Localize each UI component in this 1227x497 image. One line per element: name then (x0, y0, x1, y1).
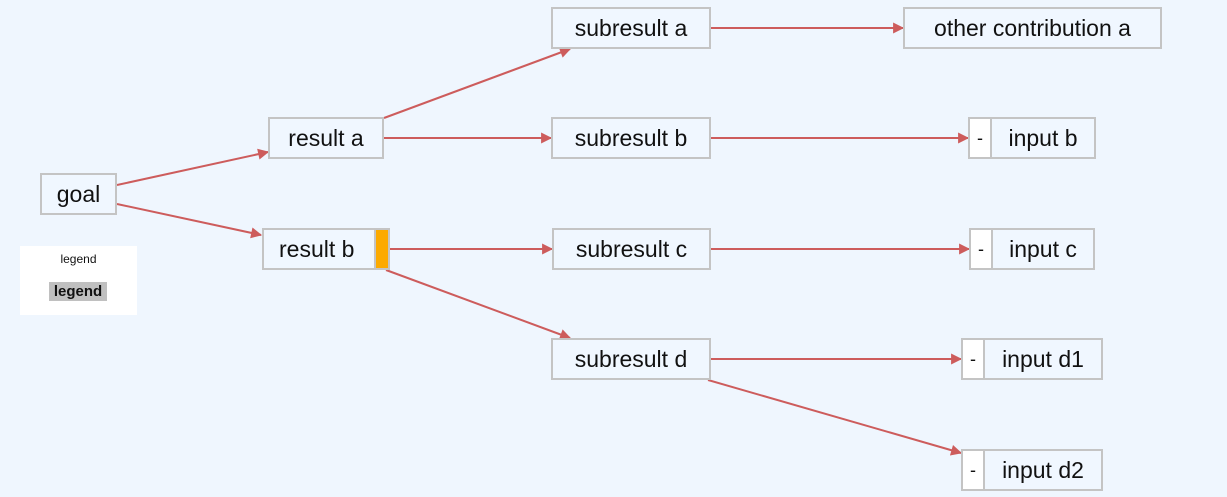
node-input-b-label: input b (1008, 124, 1078, 151)
edge-goal-result-b (116, 203, 263, 239)
result-b-status-marker (374, 230, 388, 268)
node-subresult-d[interactable]: subresult d (551, 338, 711, 380)
node-goal[interactable]: goal (40, 173, 117, 215)
node-other-contribution-a-label: other contribution a (934, 14, 1131, 41)
node-input-c[interactable]: - input c (969, 228, 1095, 270)
node-result-a[interactable]: result a (268, 117, 384, 159)
node-input-d1-label: input d1 (1002, 345, 1084, 372)
node-result-b-label: result b (279, 235, 355, 262)
input-c-prefix: - (971, 230, 993, 268)
node-other-contribution-a[interactable]: other contribution a (903, 7, 1162, 49)
node-subresult-d-label: subresult d (574, 345, 688, 372)
node-subresult-a[interactable]: subresult a (551, 7, 711, 49)
node-input-b[interactable]: - input b (968, 117, 1096, 159)
legend-box: legend legend (20, 246, 137, 315)
legend-title: legend (60, 252, 97, 266)
node-subresult-c-label: subresult c (575, 235, 688, 262)
node-goal-label: goal (56, 180, 101, 207)
edge-subresult-d-input-d2 (707, 379, 963, 456)
node-input-d1[interactable]: - input d1 (961, 338, 1103, 380)
node-subresult-a-label: subresult a (574, 14, 688, 41)
input-b-prefix: - (970, 119, 992, 157)
legend-item: legend (49, 282, 107, 301)
node-input-d2[interactable]: - input d2 (961, 449, 1103, 491)
edge-result-b-subresult-d (385, 269, 572, 340)
input-d2-prefix: - (963, 451, 985, 489)
node-subresult-c[interactable]: subresult c (552, 228, 711, 270)
node-subresult-b-label: subresult b (574, 124, 688, 151)
input-d1-prefix: - (963, 340, 985, 378)
node-result-b[interactable]: result b (262, 228, 390, 270)
node-input-c-label: input c (1009, 235, 1077, 262)
edge-result-a-subresult-a (383, 47, 572, 119)
edge-goal-result-a (116, 148, 270, 186)
node-subresult-b[interactable]: subresult b (551, 117, 711, 159)
node-input-d2-label: input d2 (1002, 456, 1084, 483)
node-result-a-label: result a (288, 124, 364, 151)
